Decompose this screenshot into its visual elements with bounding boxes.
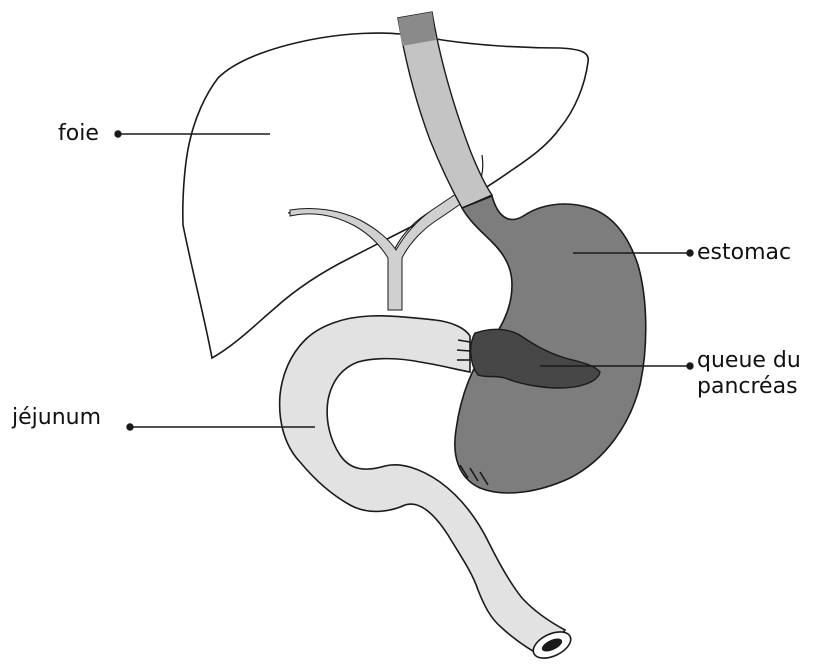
label-pancreas-tail-line2: pancréas (697, 374, 801, 400)
label-jejunum: jéjunum (12, 405, 101, 431)
label-liver: foie (58, 121, 99, 147)
label-pancreas-tail-line1: queue du (697, 348, 801, 374)
esophagus-top (398, 12, 436, 46)
label-pancreas-tail: queue du pancréas (697, 348, 801, 400)
label-stomach: estomac (697, 240, 791, 266)
